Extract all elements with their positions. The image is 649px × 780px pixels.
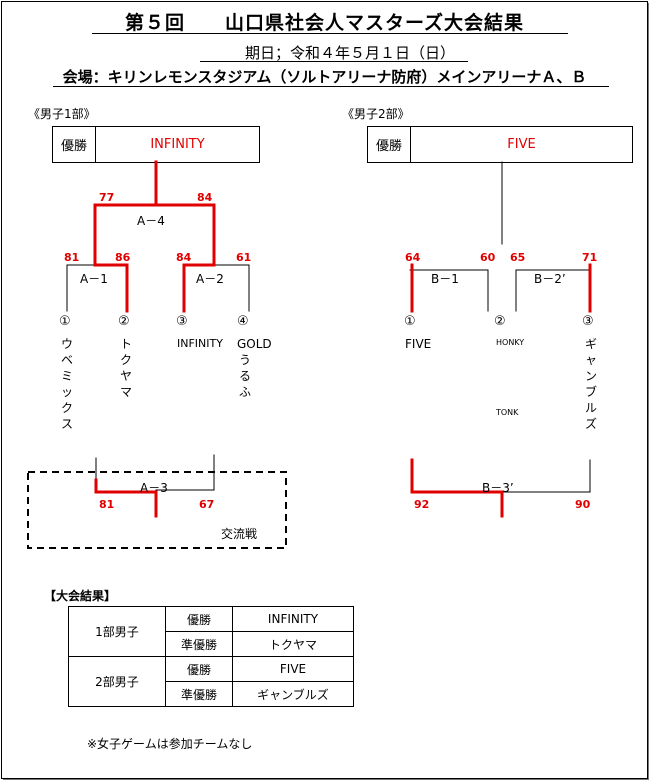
team1-seed: ① xyxy=(59,314,71,329)
team6-name-line1: HONKY xyxy=(496,338,525,347)
team1-name: ウベミックス xyxy=(60,337,73,431)
table-row: 準優勝 ギャンブルズ xyxy=(69,681,354,707)
exchange-game-label: 交流戦 xyxy=(221,527,258,541)
team-cell: トクヤマ xyxy=(232,631,354,657)
score-b3-left: 92 xyxy=(414,498,430,511)
team4-name: GOLDうるふ xyxy=(237,337,272,399)
team5-seed: ① xyxy=(404,314,416,329)
division2-champion-box: 優勝 FIVE xyxy=(367,126,633,163)
table-row: 1部男子 優勝 INFINITY xyxy=(68,606,354,657)
team6-seed: ② xyxy=(494,314,506,329)
score-a3-right: 67 xyxy=(199,498,215,511)
place-label-cell: 準優勝 xyxy=(165,681,233,707)
score-b2-left: 65 xyxy=(510,251,526,264)
results-note: ※女子ゲームは参加チームなし xyxy=(87,737,253,751)
team7-name: ギャンブルズ xyxy=(584,337,597,431)
score-a4-left: 77 xyxy=(99,191,115,204)
game-a3-label: A－3 xyxy=(140,481,168,495)
results-table: 1部男子 優勝 INFINITY 準優勝 トクヤマ 2部男子 優勝 FIVE 準… xyxy=(68,606,354,707)
division2-champion-name: FIVE xyxy=(507,137,536,152)
score-b2-right: 71 xyxy=(582,251,598,264)
team6-name-line2: TONK xyxy=(496,408,519,417)
team-cell: INFINITY xyxy=(232,606,354,632)
score-a1-right: 86 xyxy=(115,251,131,264)
champion-label: 優勝 xyxy=(53,127,96,162)
venue-underline xyxy=(53,86,609,87)
score-a1-left: 81 xyxy=(64,251,80,264)
page-title: 第５回 山口県社会人マスターズ大会結果 xyxy=(124,12,525,34)
team7-seed: ③ xyxy=(582,314,594,329)
exchange-game-box xyxy=(27,471,287,549)
table-row: 準優勝 トクヤマ xyxy=(69,631,354,657)
event-date: 期日；令和４年５月１日（日） xyxy=(244,44,455,62)
game-a4-label: A－4 xyxy=(137,214,165,228)
event-venue: 会場：キリンレモンスタジアム（ソルトアリーナ防府）メインアリーナＡ、Ｂ xyxy=(62,68,587,86)
game-b1-label: B－1 xyxy=(431,272,459,286)
score-a2-left: 84 xyxy=(176,251,192,264)
score-a2-right: 61 xyxy=(236,251,252,264)
score-a4-right: 84 xyxy=(197,191,213,204)
game-b2-label: B－2’ xyxy=(534,272,566,286)
team-cell: FIVE xyxy=(232,656,354,682)
table-row: 2部男子 優勝 FIVE xyxy=(68,656,354,707)
game-b3-label: B－3’ xyxy=(482,481,514,495)
place-label-cell: 準優勝 xyxy=(165,631,233,657)
team4-seed: ④ xyxy=(237,314,249,329)
score-a3-left: 81 xyxy=(99,498,115,511)
division-cell: 1部男子 xyxy=(68,606,166,657)
division1-champion-name: INFINITY xyxy=(150,137,205,152)
game-a2-label: A－2 xyxy=(196,272,224,286)
place-label-cell: 優勝 xyxy=(165,606,233,632)
division2-heading: 《男子2部》 xyxy=(342,107,410,121)
division1-champion-box: 優勝 INFINITY xyxy=(52,126,260,163)
game-a1-label: A－1 xyxy=(80,272,108,286)
team2-seed: ② xyxy=(118,314,130,329)
team3-seed: ③ xyxy=(176,314,188,329)
team3-name: INFINITY xyxy=(177,337,223,350)
results-heading: 【大会結果】 xyxy=(44,589,117,603)
score-b3-right: 90 xyxy=(575,498,591,511)
team2-name: トクヤマ xyxy=(119,337,132,399)
team-cell: ギャンブルズ xyxy=(232,681,354,707)
date-underline xyxy=(200,61,468,62)
division1-heading: 《男子1部》 xyxy=(28,107,96,121)
division-cell: 2部男子 xyxy=(68,656,166,707)
team5-name: FIVE xyxy=(405,337,432,351)
champion-label: 優勝 xyxy=(368,127,411,162)
score-b1-right: 60 xyxy=(480,251,496,264)
place-label-cell: 優勝 xyxy=(165,656,233,682)
title-underline xyxy=(92,33,568,34)
score-b1-left: 64 xyxy=(405,251,421,264)
